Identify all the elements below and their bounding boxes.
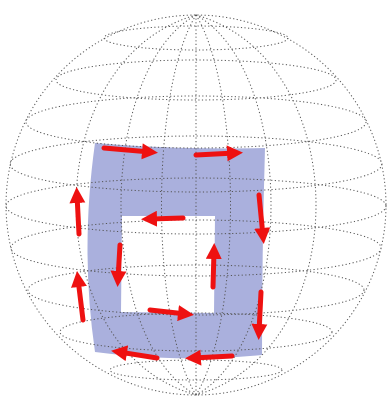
direction-arrow-icon [111, 345, 160, 362]
direction-arrow-icon [254, 192, 271, 244]
direction-arrow-icon [193, 145, 243, 162]
latitude-line [103, 25, 289, 51]
latitude-line [109, 359, 283, 381]
longitude-line [161, 14, 197, 396]
inner-boundary-arrows [110, 210, 222, 322]
latitude-line [59, 312, 333, 352]
shaded-surface-region [87, 143, 265, 359]
latitude-line [55, 59, 337, 101]
latitude-line [10, 219, 382, 277]
direction-arrow-icon [69, 187, 86, 237]
direction-arrow-icon [141, 210, 186, 227]
direction-arrow-icon [110, 242, 127, 287]
longitude-line [120, 14, 197, 396]
direction-arrow-icon [71, 271, 87, 323]
longitude-line [195, 14, 272, 396]
longitude-line [195, 14, 231, 396]
direction-arrow-icon [147, 305, 194, 322]
direction-arrow-icon [251, 289, 268, 340]
latitude-line [25, 95, 367, 149]
longitude-line [195, 14, 317, 396]
direction-arrow-icon [101, 143, 158, 160]
direction-arrow-icon [185, 349, 235, 366]
direction-arrow-icon [205, 243, 222, 290]
outer-boundary-arrows [69, 143, 271, 366]
